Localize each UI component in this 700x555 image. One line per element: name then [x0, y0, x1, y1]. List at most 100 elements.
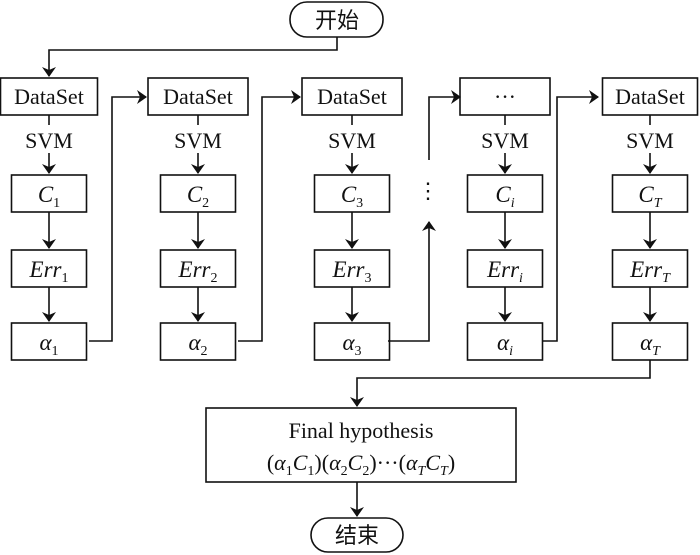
alpha-box — [159, 322, 237, 361]
svm-label: SVM — [481, 128, 529, 153]
classifier-label: C3 — [341, 182, 363, 211]
formula-classifier: C — [425, 450, 440, 475]
classifier-symbol: C — [495, 182, 511, 207]
final-hypothesis-box: Final hypothesis (α1C1)(α2C2)···(αTCT) — [205, 407, 517, 483]
error-label: ErrT — [629, 257, 671, 286]
alphaT-to-final-arrow — [350, 360, 651, 407]
start-label: 开始 — [315, 8, 359, 33]
alpha-subscript: 1 — [52, 344, 59, 359]
error-subscript: i — [519, 271, 523, 286]
classifier-subscript: 1 — [53, 196, 60, 211]
alpha-label: α2 — [188, 330, 207, 359]
paren-open: ( — [322, 450, 329, 475]
svm-label: SVM — [626, 128, 674, 153]
alpha-subscript: i — [509, 344, 513, 359]
formula-classifier-sub: 2 — [362, 464, 369, 479]
svm-label: SVM — [174, 128, 222, 153]
error-subscript: T — [662, 271, 671, 286]
formula-classifier-sub: T — [440, 464, 449, 479]
alpha-subscript: 3 — [355, 344, 362, 359]
alpha-symbol: α — [188, 330, 201, 355]
classifier-subscript: 3 — [356, 196, 363, 211]
error-label: Err2 — [178, 257, 218, 286]
final-formula: (α1C1)(α2C2)···(αTCT) — [267, 450, 455, 479]
error-subscript: 1 — [61, 271, 68, 286]
error-symbol: Err — [629, 257, 663, 282]
svm-label: SVM — [25, 128, 73, 153]
paren-close: ) — [448, 450, 455, 475]
alpha-label: αT — [640, 330, 661, 359]
error-box — [466, 249, 544, 288]
dataset-label: DataSet — [14, 84, 84, 109]
classifier-label: C1 — [38, 182, 60, 211]
error-subscript: 2 — [210, 271, 217, 286]
final-title: Final hypothesis — [289, 418, 434, 443]
paren-open: ( — [399, 450, 406, 475]
final-box — [205, 407, 517, 483]
dataset-box — [0, 77, 99, 116]
connector-1-to-2 — [89, 90, 147, 342]
formula-alpha-sub: T — [418, 464, 427, 479]
error-label: Err1 — [29, 257, 69, 286]
formula-alpha: α — [406, 450, 418, 475]
classifier-box — [313, 174, 391, 213]
classifier-box — [611, 174, 689, 213]
alpha-label: α1 — [39, 330, 58, 359]
alpha-box — [313, 322, 391, 361]
alpha-subscript: T — [652, 344, 661, 359]
classifier-subscript: 2 — [202, 196, 209, 211]
error-box — [313, 249, 391, 288]
formula-alpha: α — [329, 450, 341, 475]
columns: DataSetSVMC1Err1α1DataSetSVMC2Err2α2Data… — [0, 77, 699, 361]
alpha-symbol: α — [497, 330, 510, 355]
classifier-symbol: C — [187, 182, 203, 207]
dataset-box — [147, 77, 249, 116]
start-terminal: 开始 — [289, 1, 384, 38]
alpha-label: α3 — [342, 330, 361, 359]
connector-3-up-arrow — [388, 221, 436, 342]
paren-close: ) — [369, 450, 376, 475]
classifier-symbol: C — [638, 182, 654, 207]
paren-close: ) — [314, 450, 321, 475]
end-label: 结束 — [335, 523, 379, 548]
dataset-label: ··· — [494, 84, 516, 109]
classifier-symbol: C — [38, 182, 54, 207]
classifier-label: CT — [638, 182, 662, 211]
classifier-box — [466, 174, 544, 213]
alpha-symbol: α — [640, 330, 653, 355]
gap-ellipsis: ⋮ — [417, 178, 439, 203]
end-oval — [310, 517, 404, 553]
error-label: Err3 — [332, 257, 372, 286]
alpha-box — [10, 322, 88, 361]
alpha-subscript: 2 — [201, 344, 208, 359]
classifier-label: Ci — [495, 182, 514, 211]
dataset-box — [301, 77, 403, 116]
error-symbol: Err — [332, 257, 366, 282]
classifier-symbol: C — [341, 182, 357, 207]
paren-open: ( — [267, 450, 274, 475]
formula-alpha-sub: 1 — [286, 464, 293, 479]
dataset-label: DataSet — [163, 84, 233, 109]
classifier-subscript: T — [654, 196, 663, 211]
svm-label: SVM — [328, 128, 376, 153]
error-box — [10, 249, 88, 288]
dataset-label: DataSet — [615, 84, 685, 109]
formula-ellipsis: ··· — [377, 450, 399, 475]
classifier-label: C2 — [187, 182, 209, 211]
error-symbol: Err — [178, 257, 212, 282]
formula-alpha: α — [274, 450, 286, 475]
classifier-subscript: i — [511, 196, 515, 211]
formula-classifier: C — [348, 450, 363, 475]
alpha-box — [466, 322, 544, 361]
error-subscript: 3 — [364, 271, 371, 286]
formula-alpha-sub: 2 — [341, 464, 348, 479]
error-label: Erri — [486, 257, 523, 286]
alpha-label: αi — [497, 330, 513, 359]
end-terminal: 结束 — [310, 517, 404, 553]
dataset-label: DataSet — [317, 84, 387, 109]
